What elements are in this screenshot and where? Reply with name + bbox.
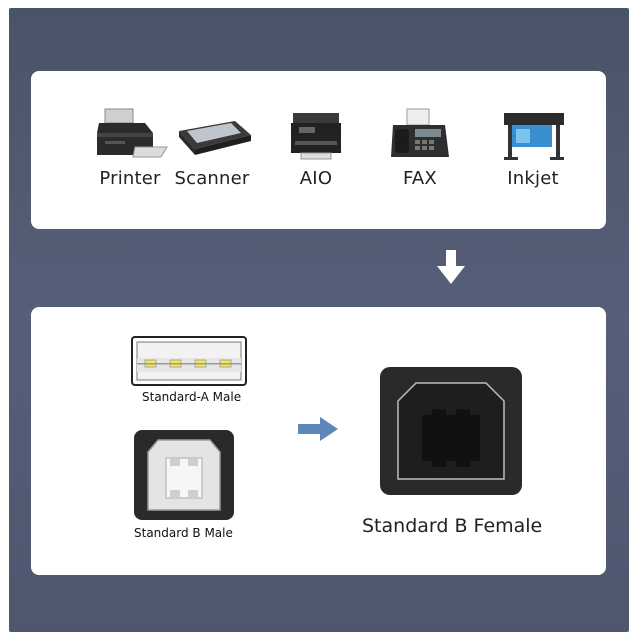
usb-b-male-label: Standard B Male bbox=[134, 526, 233, 540]
usb-b-male-connector-icon bbox=[134, 430, 234, 520]
usb-a-male-label: Standard-A Male bbox=[142, 390, 242, 404]
usb-a-male-connector-icon bbox=[131, 336, 247, 386]
aio-printer-icon bbox=[291, 113, 341, 160]
right-arrow-icon bbox=[298, 417, 338, 441]
fax-icon bbox=[391, 108, 449, 157]
down-arrow-icon bbox=[437, 250, 465, 284]
device-label: Printer bbox=[99, 168, 161, 189]
inkjet-plotter-icon bbox=[504, 113, 564, 160]
devices-card: Printer Scanner AIO bbox=[31, 71, 606, 229]
printer-icon bbox=[97, 108, 168, 158]
usb-b-female-label: Standard B Female bbox=[362, 515, 543, 537]
device-label: Inkjet bbox=[507, 168, 559, 189]
usb-b-female-port-icon bbox=[380, 367, 522, 495]
device-label: FAX bbox=[403, 168, 437, 189]
device-label: AIO bbox=[299, 168, 333, 189]
scanner-icon bbox=[179, 121, 251, 155]
device-label: Scanner bbox=[174, 168, 250, 189]
